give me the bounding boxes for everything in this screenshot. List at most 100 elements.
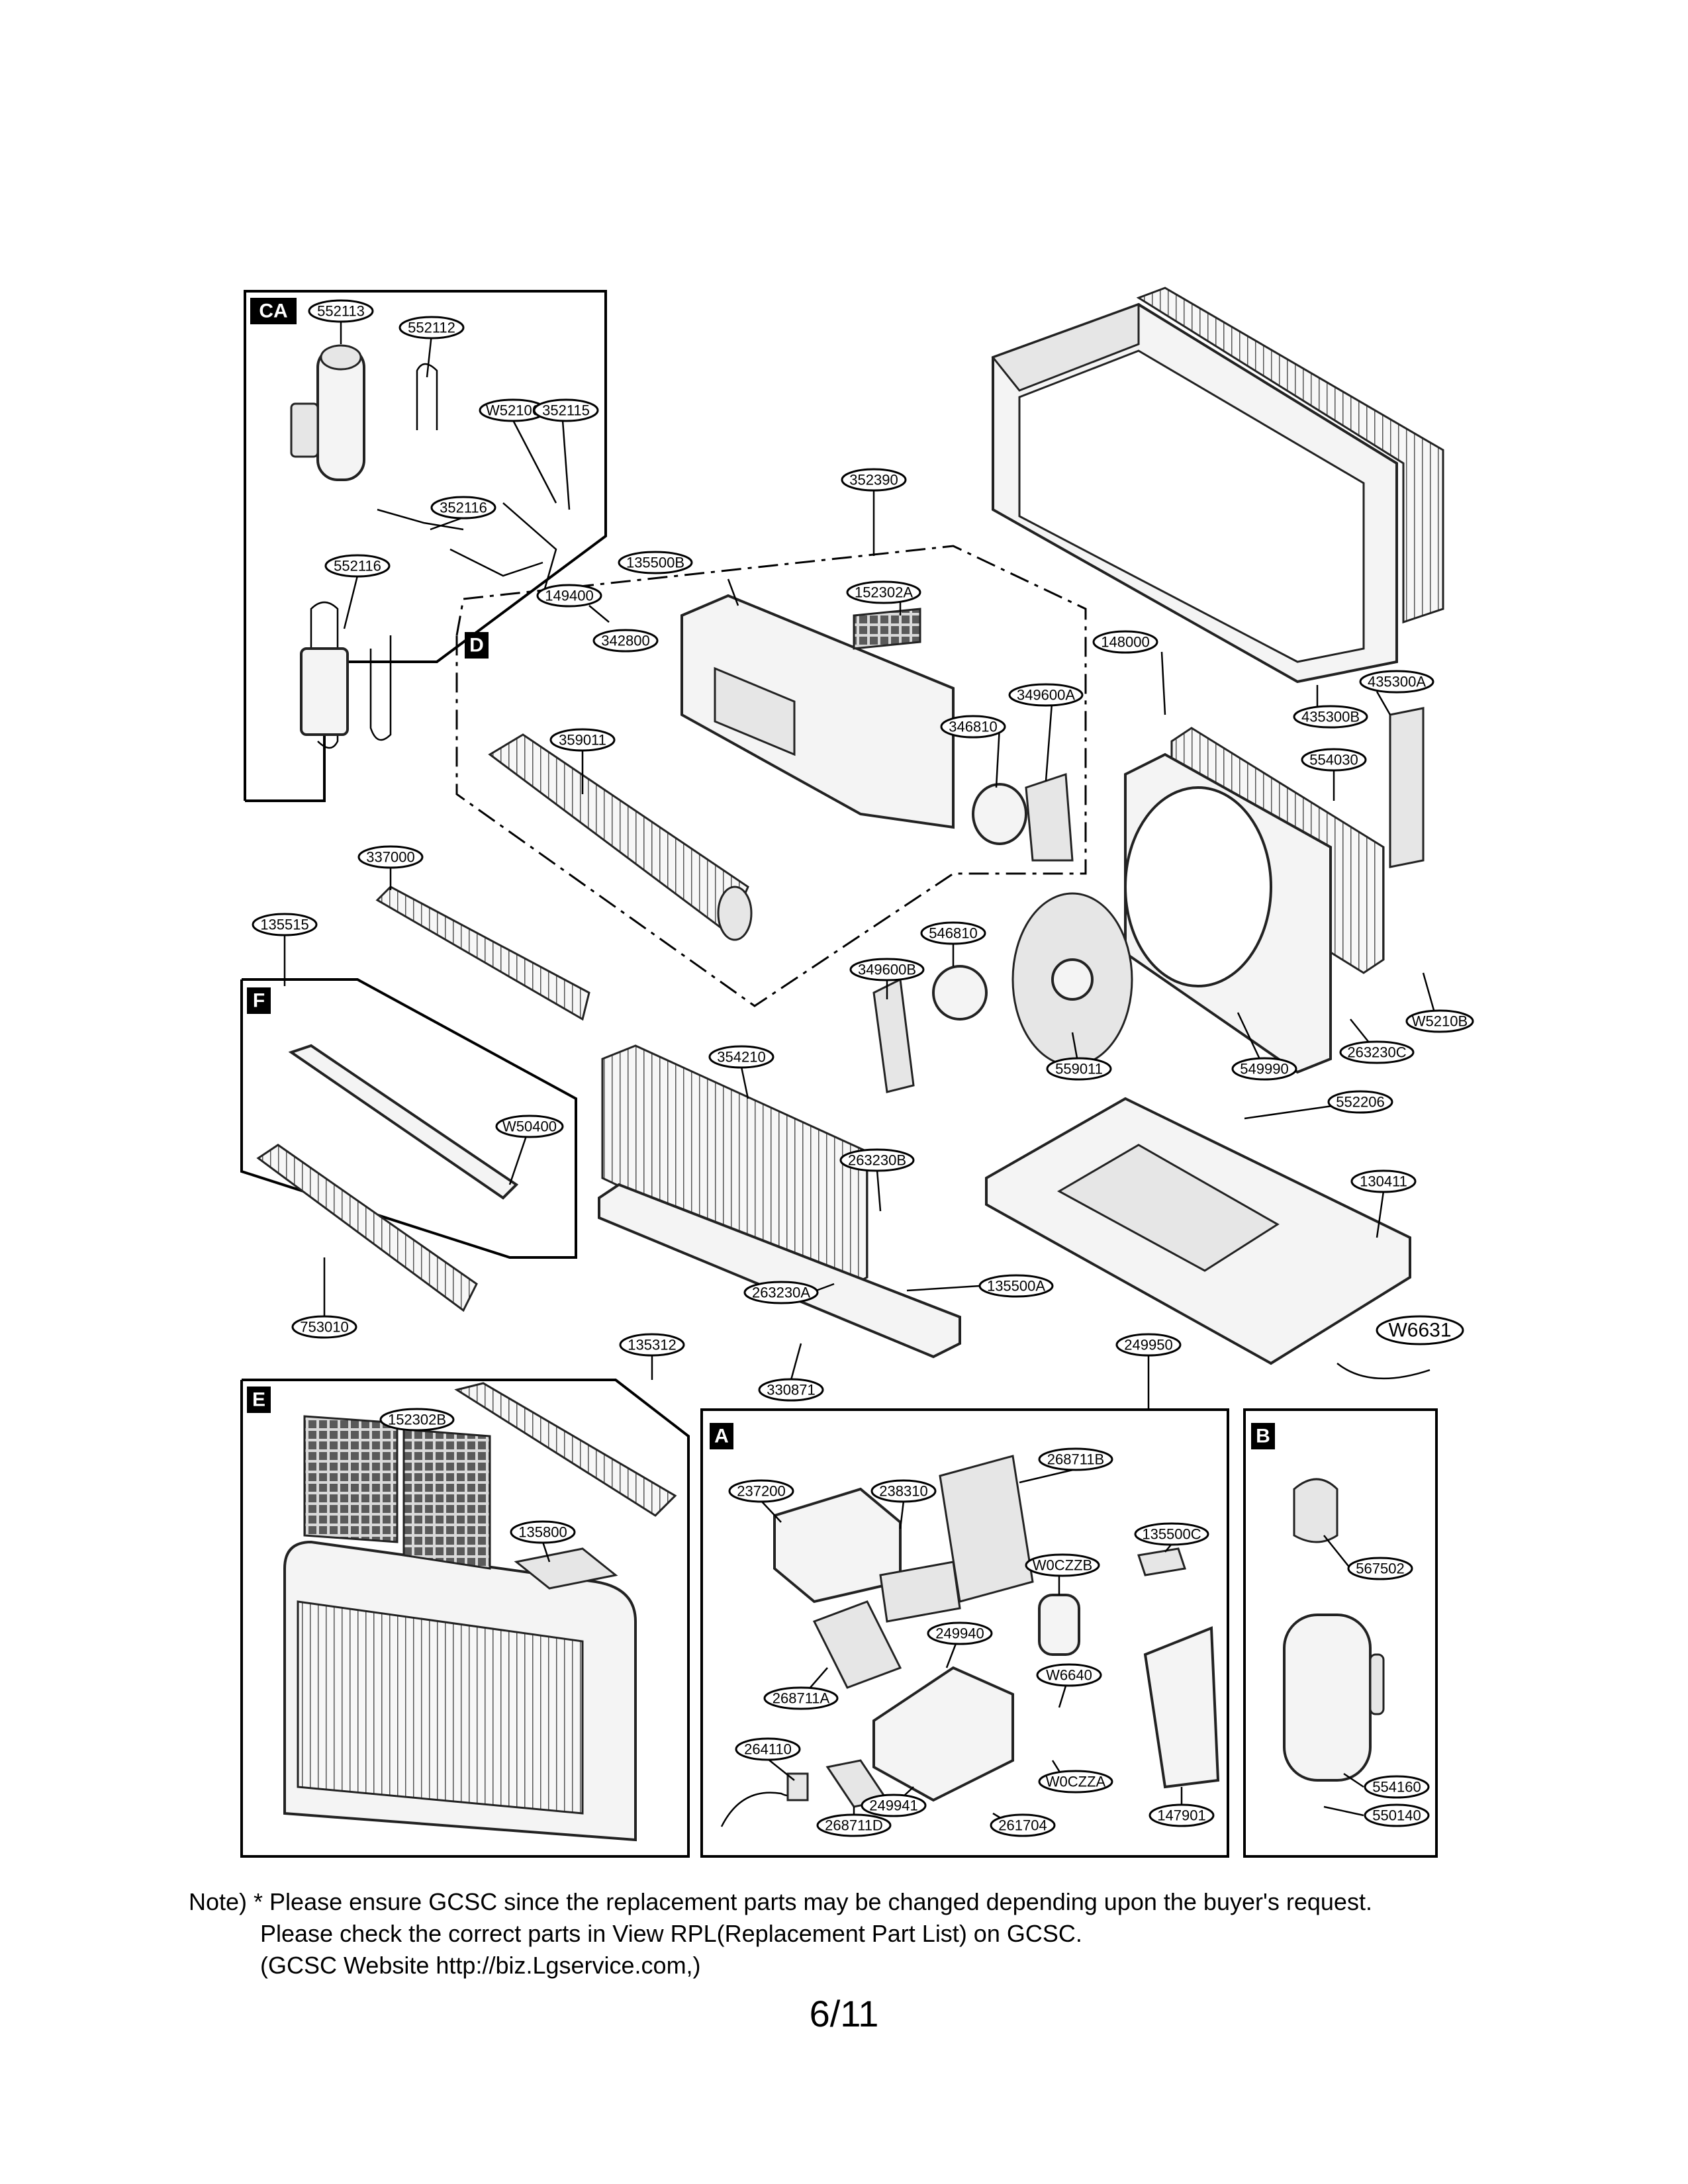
svg-text:352390: 352390 — [849, 472, 898, 488]
svg-text:135515: 135515 — [260, 917, 308, 933]
svg-text:261704: 261704 — [998, 1817, 1047, 1834]
section-a-frame — [700, 1408, 1229, 1858]
label-354210: 354210 — [708, 1045, 774, 1069]
label-261704: 261704 — [990, 1813, 1056, 1837]
label-567502: 567502 — [1347, 1557, 1413, 1580]
svg-text:435300A: 435300A — [1368, 674, 1426, 690]
front-grille-part — [283, 1540, 637, 1842]
a-piece-135500c-part — [1137, 1547, 1186, 1576]
svg-text:249950: 249950 — [1124, 1337, 1172, 1353]
svg-text:E: E — [252, 1389, 265, 1411]
label-552206: 552206 — [1327, 1090, 1393, 1114]
label-135500b: 135500B — [618, 551, 693, 574]
svg-text:249941: 249941 — [869, 1797, 917, 1814]
svg-text:W0CZZA: W0CZZA — [1046, 1774, 1106, 1790]
filter-152302b-part — [303, 1415, 491, 1570]
label-346810: 346810 — [940, 715, 1006, 739]
label-753010: 753010 — [291, 1315, 357, 1339]
label-238310: 238310 — [870, 1479, 937, 1503]
svg-text:546810: 546810 — [929, 925, 977, 942]
label-135500c: 135500C — [1134, 1522, 1209, 1546]
svg-text:135312: 135312 — [628, 1337, 676, 1353]
a-cover-147901-part — [1143, 1626, 1220, 1789]
section-tag-b: B — [1251, 1423, 1275, 1449]
a-bracket-249940-part — [872, 1666, 1014, 1802]
section-b-frame — [1243, 1408, 1438, 1858]
label-152302b: 152302B — [379, 1408, 455, 1432]
cabinet-sleeve-part — [991, 302, 1398, 684]
svg-text:D: D — [469, 635, 484, 657]
section-tag-f: F — [247, 987, 271, 1014]
label-552116: 552116 — [324, 554, 391, 578]
svg-text:148000: 148000 — [1101, 634, 1149, 651]
blower-housing-part — [680, 594, 955, 829]
side-panel-435300a-part — [1389, 707, 1425, 868]
svg-text:152302A: 152302A — [855, 584, 913, 601]
svg-text:337000: 337000 — [366, 849, 414, 866]
section-tag-a: A — [710, 1423, 733, 1449]
label-w6631: W6631 — [1376, 1315, 1464, 1345]
section-ca-frame — [244, 290, 607, 802]
propeller-fan-part — [1011, 892, 1133, 1067]
svg-text:552112: 552112 — [408, 320, 455, 336]
label-268711a: 268711A — [763, 1686, 839, 1710]
svg-text:550140: 550140 — [1372, 1807, 1421, 1824]
svg-text:237200: 237200 — [737, 1483, 785, 1500]
label-249950: 249950 — [1115, 1333, 1182, 1357]
label-552113: 552113 — [308, 299, 374, 323]
svg-text:346810: 346810 — [949, 719, 997, 735]
svg-text:552206: 552206 — [1336, 1094, 1384, 1111]
label-147901: 147901 — [1149, 1803, 1215, 1827]
fan-motor-part — [872, 965, 988, 1093]
label-352390: 352390 — [841, 468, 907, 492]
label-546810: 546810 — [920, 921, 986, 945]
label-349600b: 349600B — [849, 958, 925, 981]
control-box-part — [773, 1487, 961, 1623]
note-line-1: Note) * Please ensure GCSC since the rep… — [189, 1888, 1372, 1915]
svg-text:268711A: 268711A — [773, 1690, 830, 1707]
svg-text:567502: 567502 — [1356, 1561, 1404, 1577]
svg-text:552116: 552116 — [334, 558, 381, 574]
svg-text:135800: 135800 — [518, 1524, 567, 1541]
label-552112: 552112 — [399, 316, 465, 340]
label-w50400: W50400 — [495, 1115, 564, 1138]
label-352115: 352115 — [533, 398, 599, 422]
base-pan-part — [985, 1097, 1411, 1365]
svg-text:263230B: 263230B — [848, 1152, 906, 1169]
label-237200: 237200 — [728, 1479, 794, 1503]
page-number: 6/11 — [809, 1993, 879, 2034]
label-330871: 330871 — [758, 1378, 824, 1402]
label-135800: 135800 — [510, 1520, 576, 1544]
svg-text:263230A: 263230A — [752, 1285, 810, 1301]
section-e-frame — [240, 1379, 690, 1858]
label-w0czzb: W0CZZB — [1025, 1553, 1100, 1577]
svg-text:559011: 559011 — [1055, 1061, 1103, 1077]
capacitor-part — [1038, 1594, 1080, 1656]
svg-text:147901: 147901 — [1157, 1807, 1205, 1824]
label-264110: 264110 — [735, 1737, 801, 1761]
svg-text:264110: 264110 — [744, 1741, 792, 1758]
compressor-part — [1283, 1614, 1385, 1782]
label-435300b: 435300B — [1293, 705, 1368, 729]
label-135515: 135515 — [252, 913, 318, 936]
svg-text:352115: 352115 — [542, 402, 590, 419]
fan-shroud-part — [1124, 752, 1332, 1074]
svg-text:349600B: 349600B — [858, 962, 916, 978]
e-panel-135800-part — [514, 1547, 618, 1590]
section-d-frame — [455, 545, 1087, 1007]
label-559011: 559011 — [1046, 1057, 1112, 1081]
svg-text:W6640: W6640 — [1046, 1667, 1092, 1684]
svg-text:W6631: W6631 — [1388, 1320, 1451, 1342]
label-342800: 342800 — [592, 629, 659, 653]
svg-text:435300B: 435300B — [1301, 709, 1360, 725]
svg-text:549990: 549990 — [1240, 1061, 1288, 1077]
label-549990: 549990 — [1231, 1057, 1297, 1081]
svg-text:149400: 149400 — [545, 588, 593, 604]
svg-text:238310: 238310 — [879, 1483, 927, 1500]
note-line-3: (GCSC Website http://biz.Lgservice.com,) — [260, 1952, 701, 1979]
label-263230c: 263230C — [1339, 1040, 1415, 1064]
ca-accumulator-part — [290, 344, 365, 481]
section-tag-e: E — [247, 1387, 271, 1413]
guide-337000-part — [375, 886, 590, 1021]
svg-text:554160: 554160 — [1372, 1779, 1421, 1796]
